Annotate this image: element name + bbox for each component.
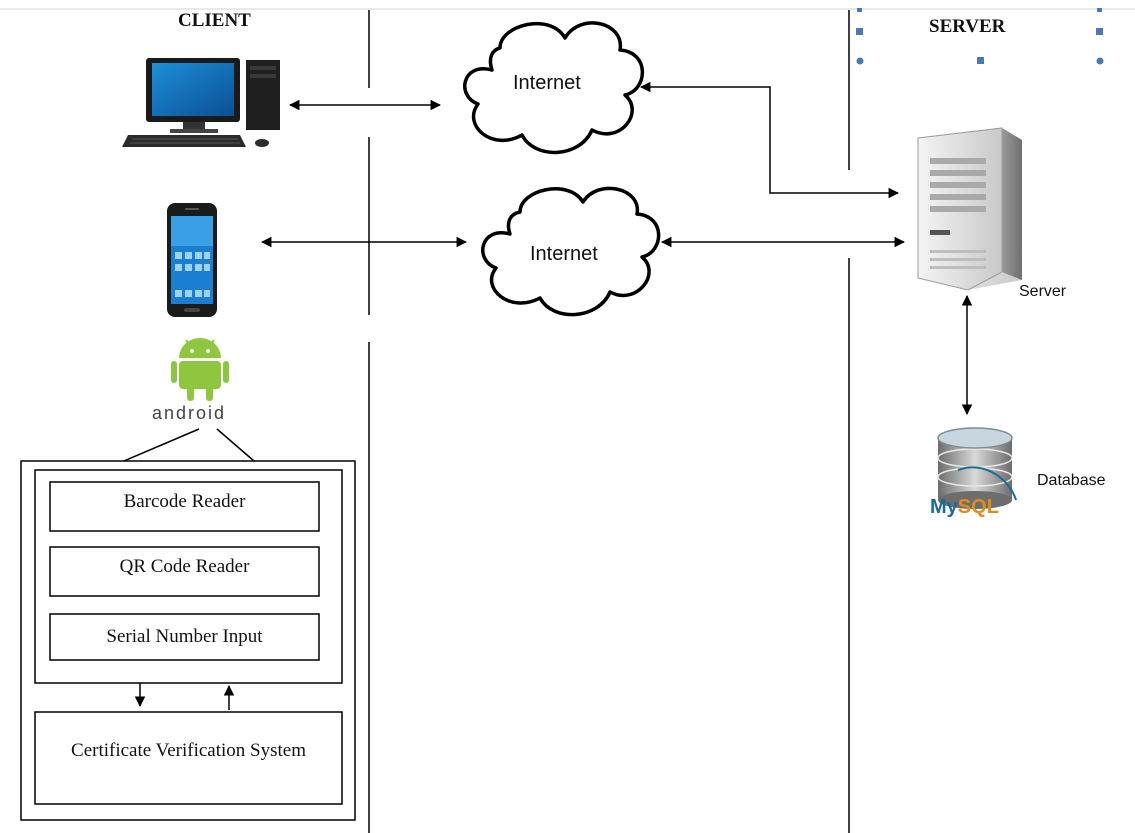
internet-label-top: Internet (513, 72, 581, 94)
qr-code-reader-label: QR Code Reader (119, 556, 250, 577)
selection-handles (856, 8, 1104, 65)
smartphone-icon (167, 203, 217, 317)
qr-code-reader-box (49, 546, 320, 597)
barcode-reader-box (49, 481, 320, 532)
verification-system-label: Certificate Verification System (71, 740, 306, 761)
client-header: CLIENT (178, 10, 251, 31)
server-label: Server (1019, 283, 1067, 300)
mysql-logo-text: MySQL (930, 496, 999, 518)
internet-label-bottom: Internet (530, 243, 598, 265)
desktop-computer-icon (122, 58, 280, 147)
mysql-database-icon: MySQL (930, 427, 1017, 518)
serial-number-input-label: Serial Number Input (106, 626, 263, 647)
server-header: SERVER (929, 16, 1006, 37)
client-modules (20, 460, 356, 821)
serial-number-input-box (49, 613, 320, 661)
android-logo-text: android (152, 403, 227, 423)
cloud-icon (470, 186, 670, 336)
database-label: Database (1037, 472, 1106, 489)
connectors (123, 81, 973, 710)
verification-system-box (34, 711, 343, 805)
barcode-reader-label: Barcode Reader (123, 491, 246, 512)
server-tower-icon (917, 127, 1022, 291)
android-robot-icon (171, 338, 229, 401)
cloud-icon (463, 21, 645, 155)
